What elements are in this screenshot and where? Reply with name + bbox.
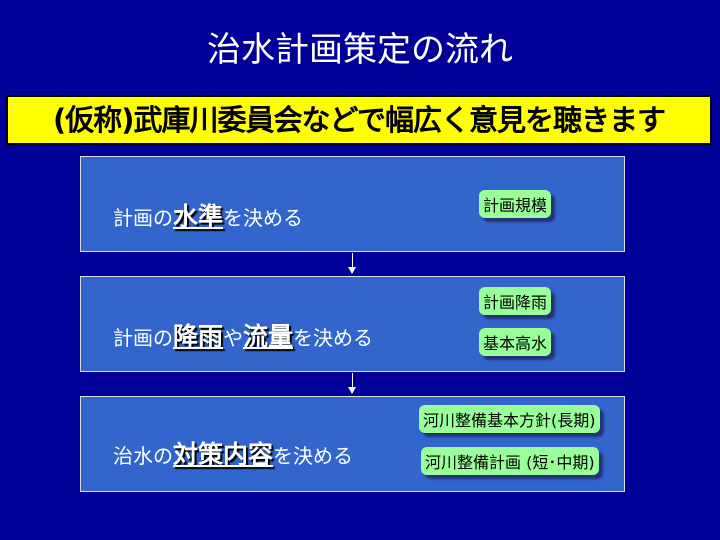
- label-text: を決める: [273, 444, 354, 468]
- step-label: 計画の降雨や流量を決める: [113, 317, 373, 353]
- label-emphasis: 降雨: [173, 322, 224, 351]
- label-emphasis: 水準: [173, 202, 224, 231]
- label-text: 治水の: [113, 444, 173, 468]
- tag-maintenance-plan: 河川整備計画 (短･中期): [421, 447, 599, 475]
- label-text: を決める: [293, 326, 374, 350]
- step-box-measures: 治水の対策内容を決める 河川整備基本方針(長期) 河川整備計画 (短･中期): [80, 396, 625, 492]
- step-label: 治水の対策内容を決める: [113, 435, 353, 471]
- label-text: 計画の: [113, 206, 173, 230]
- step-box-level: 計画の水準を決める 計画規模: [80, 156, 625, 252]
- slide-title: 治水計画策定の流れ: [207, 30, 513, 70]
- step-box-rainfall-flow: 計画の降雨や流量を決める 計画降雨 基本高水: [80, 276, 625, 372]
- banner: (仮称)武庫川委員会などで幅広く意見を聴きます: [6, 95, 712, 145]
- tag-basic-flood: 基本高水: [479, 328, 552, 356]
- step-label: 計画の水準を決める: [113, 197, 303, 233]
- tag-basic-policy: 河川整備基本方針(長期): [419, 405, 600, 433]
- label-text: や: [223, 326, 244, 350]
- arrow-down-icon: [348, 373, 356, 394]
- label-emphasis: 対策内容: [173, 440, 274, 469]
- tag-plan-scale: 計画規模: [479, 190, 552, 218]
- label-text: を決める: [223, 206, 304, 230]
- label-text: 計画の: [113, 326, 173, 350]
- label-emphasis: 流量: [243, 322, 294, 351]
- tag-plan-rainfall: 計画降雨: [479, 287, 552, 315]
- arrow-down-icon: [348, 253, 356, 274]
